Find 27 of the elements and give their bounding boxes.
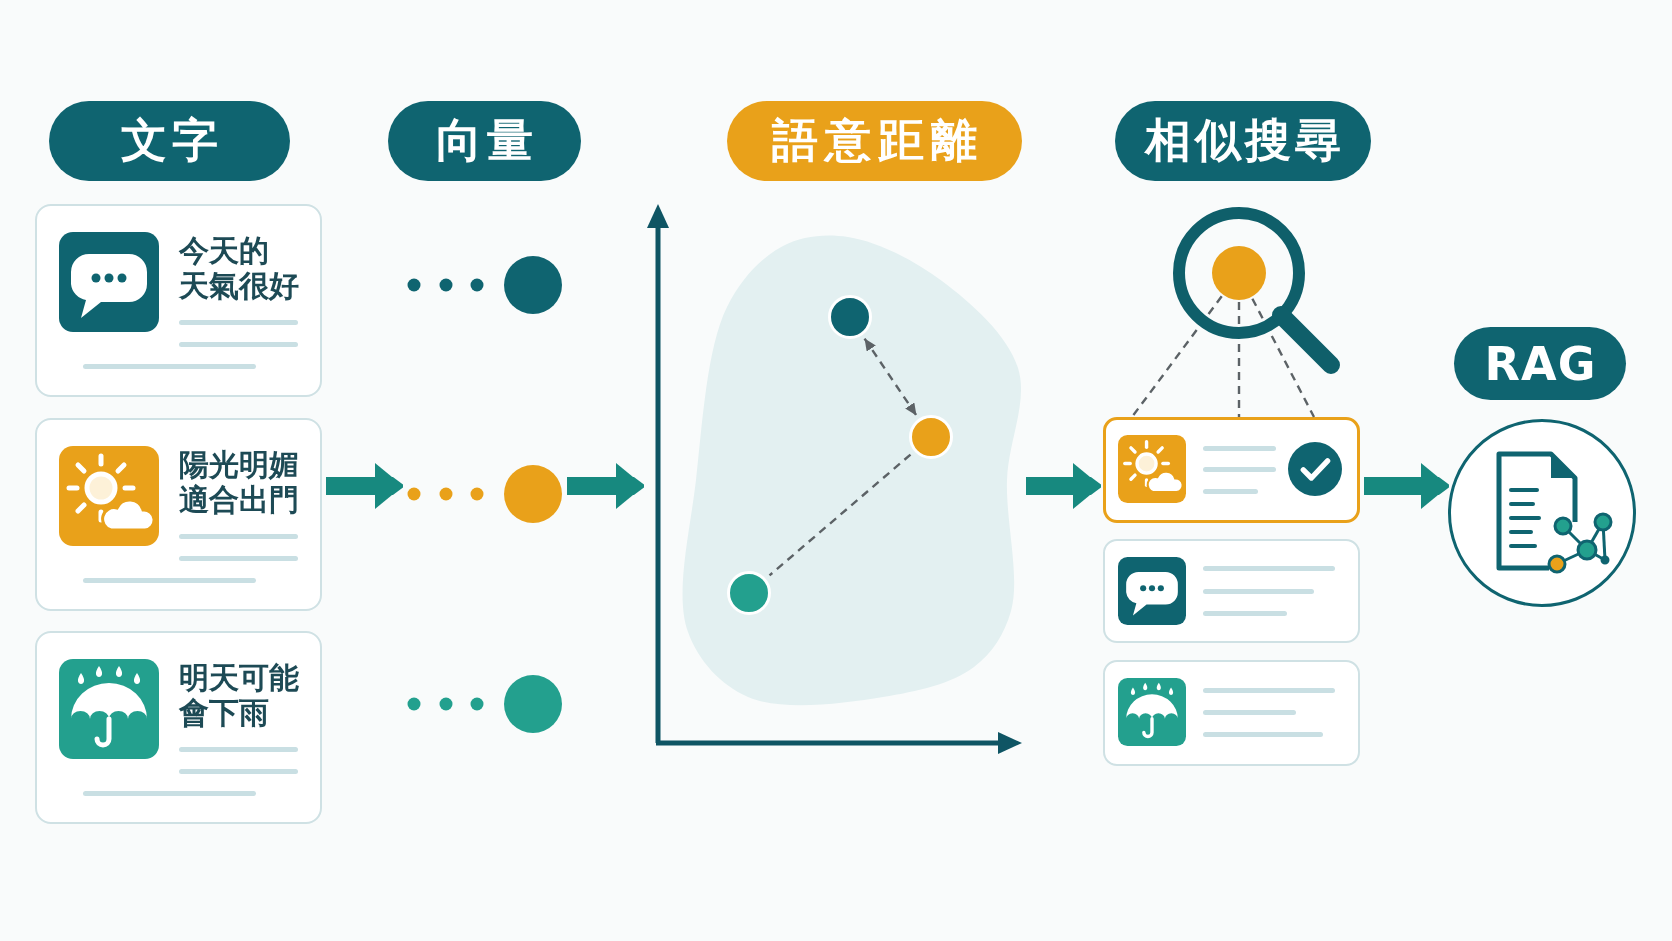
sentence-text: 陽光明媚適合出門	[179, 447, 300, 517]
sentence-text: 明天可能會下雨	[179, 660, 300, 730]
dashed-connector-line	[1251, 298, 1316, 418]
result-card	[1103, 539, 1360, 643]
section-heading: 語意距離	[727, 101, 1022, 181]
arrow	[326, 463, 403, 509]
vector-dots	[407, 255, 563, 315]
arrow	[567, 463, 644, 509]
vector-dots	[407, 464, 563, 524]
text-card	[35, 204, 322, 397]
section-heading: 向量	[388, 101, 581, 181]
section-heading: RAG	[1454, 327, 1626, 400]
result-card	[1103, 417, 1360, 523]
arrow	[1364, 463, 1449, 509]
sentence-text: 今天的天氣很好	[179, 233, 300, 303]
dashed-connector-line	[1131, 295, 1223, 418]
dashed-connector-line	[768, 453, 912, 577]
vector-dots	[407, 674, 563, 734]
section-heading: 相似搜尋	[1115, 101, 1371, 181]
section-heading: 文字	[49, 101, 290, 181]
text-card	[35, 418, 322, 611]
dashed-double-arrow	[863, 337, 918, 417]
text-card	[35, 631, 322, 824]
dashed-connector-line	[1237, 302, 1241, 417]
result-card	[1103, 660, 1360, 766]
query-point	[1212, 246, 1266, 300]
arrow	[1026, 463, 1101, 509]
